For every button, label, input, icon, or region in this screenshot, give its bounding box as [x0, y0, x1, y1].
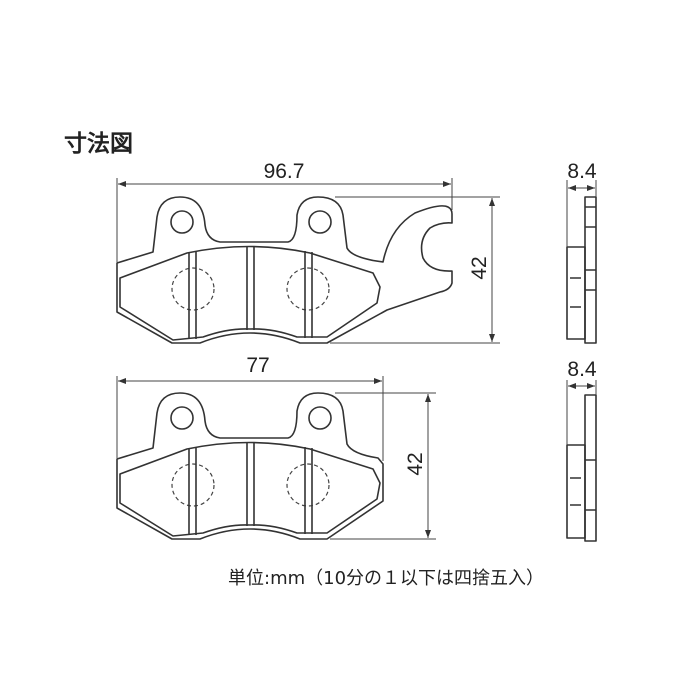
pad-slots: [188, 443, 313, 535]
top-friction-pad: [119, 245, 381, 341]
top-thickness-label: 8.4: [567, 160, 597, 183]
mounting-hole: [170, 210, 194, 234]
mounting-hole: [308, 210, 332, 234]
top-side-view: 8.4: [566, 160, 597, 344]
bottom-backing-plate: [116, 392, 384, 540]
drawing-title: 寸法図: [64, 131, 133, 157]
bottom-friction-pad: [119, 441, 381, 537]
top-backing-plate: [116, 196, 453, 344]
bottom-side-view: 8.4: [566, 358, 597, 542]
unit-note: 単位:mm（10分の１以下は四捨五入）: [228, 568, 545, 589]
top-brake-pad: 96.7 42: [116, 160, 500, 344]
top-height-label: 42: [468, 256, 491, 279]
dashed-pin-circle: [286, 267, 330, 311]
pad-slots: [188, 247, 313, 339]
dashed-pin-circle: [286, 463, 330, 507]
dashed-pin-circle: [171, 267, 215, 311]
dashed-pin-circle: [171, 463, 215, 507]
bottom-height-label: 42: [404, 452, 427, 475]
mounting-hole: [308, 406, 332, 430]
mounting-hole: [170, 406, 194, 430]
top-width-label: 96.7: [264, 160, 305, 183]
bottom-width-label: 77: [246, 354, 269, 377]
bottom-thickness-label: 8.4: [567, 358, 597, 381]
bottom-brake-pad: 77 42: [116, 354, 436, 540]
